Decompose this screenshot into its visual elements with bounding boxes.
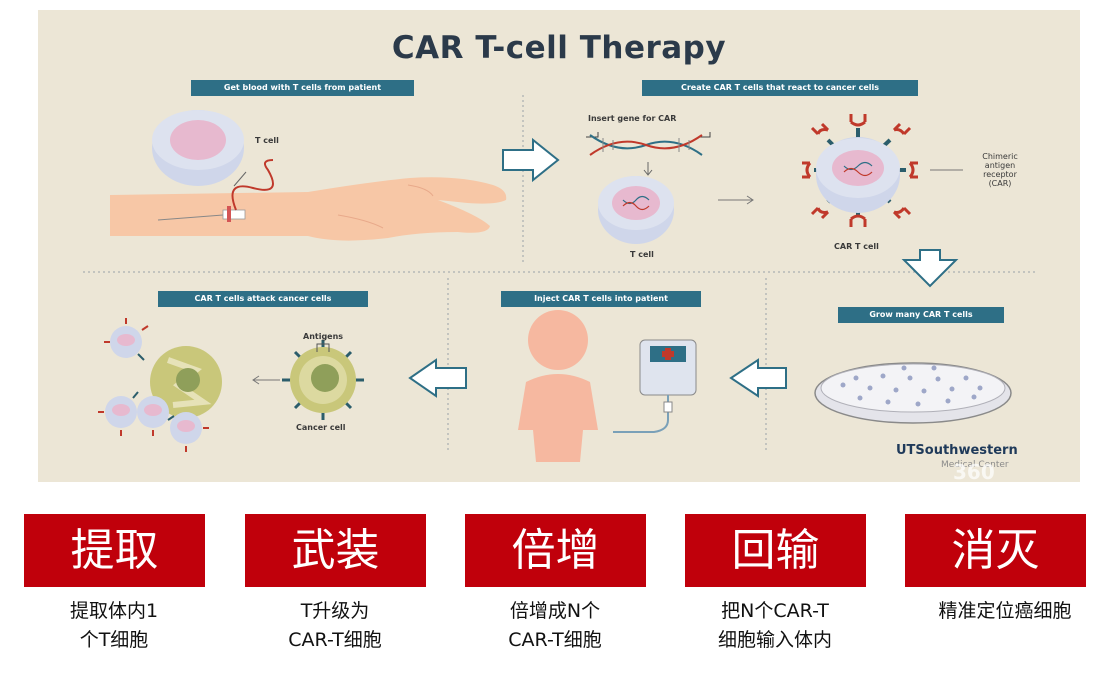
label-antigens: Antigens: [303, 332, 344, 341]
step-box-multiply: 倍增: [465, 514, 646, 587]
car-t-cell-icon: [802, 114, 918, 227]
banner-attack: CAR T cells attack cancer cells: [158, 291, 368, 307]
dna-icon: [586, 132, 711, 156]
cancer-cell-icon: [282, 340, 364, 420]
t-cell-icon: [152, 110, 244, 186]
step-desc-destroy: 精准定位癌细胞: [905, 597, 1105, 626]
infographic-title: CAR T-cell Therapy: [391, 30, 727, 66]
step-desc-extract: 提取体内1 个T细胞: [14, 597, 214, 655]
patient-child-icon: [518, 310, 598, 462]
step-box-extract: 提取: [24, 514, 205, 587]
attack-arrow-icon: [252, 375, 280, 385]
label-t-cell-2: T cell: [630, 250, 654, 259]
arm-hand-icon: [110, 177, 507, 241]
brand-subtitle: Medical Center: [941, 460, 1009, 470]
label-chimeric: Chimeric antigen receptor (CAR): [970, 152, 1030, 188]
label-chimeric-line-2: antigen: [984, 161, 1016, 170]
arrow-right-icon: [502, 137, 560, 183]
banner-get-blood: Get blood with T cells from patient: [191, 80, 414, 96]
label-chimeric-line-1: Chimeric: [982, 152, 1018, 161]
label-chimeric-line-3: receptor: [983, 170, 1017, 179]
step-desc-multiply-line-2: CAR-T细胞: [508, 629, 602, 651]
right-arrow-small-icon: [718, 195, 754, 205]
label-car-t-cell: CAR T cell: [834, 242, 879, 251]
label-t-cell-1: T cell: [255, 136, 279, 145]
down-arrow-icon: [643, 162, 653, 176]
attack-cluster-icon: [98, 318, 222, 452]
step-desc-reinfuse: 把N个CAR-T 细胞输入体内: [675, 597, 875, 655]
step-desc-arm: T升级为 CAR-T细胞: [235, 597, 435, 655]
iv-bag-icon: [613, 339, 697, 433]
step-desc-multiply: 倍增成N个 CAR-T细胞: [455, 597, 655, 655]
brand-logo: UTSouthwestern: [896, 443, 1018, 458]
step-desc-destroy-line-1: 精准定位癌细胞: [938, 600, 1072, 622]
step-desc-arm-line-1: T升级为: [300, 600, 370, 622]
t-cell-dna-icon: [598, 176, 674, 244]
label-chimeric-line-4: (CAR): [988, 179, 1012, 188]
petri-dish-icon: [814, 362, 1012, 424]
syringe-icon: [157, 206, 246, 222]
step-desc-multiply-line-1: 倍增成N个: [509, 600, 601, 622]
watermark: 360: [953, 460, 995, 482]
step-desc-extract-line-2: 个T细胞: [79, 629, 149, 651]
banner-grow: Grow many CAR T cells: [838, 307, 1004, 323]
step-box-reinfuse: 回输: [685, 514, 866, 587]
step-desc-arm-line-2: CAR-T细胞: [288, 629, 382, 651]
step-box-destroy: 消灭: [905, 514, 1086, 587]
pointer-arrow-icon: [233, 171, 247, 187]
step-desc-extract-line-1: 提取体内1: [69, 600, 159, 622]
infographic-panel: CAR T-cell Therapy Get blood with T cell…: [38, 10, 1080, 482]
step-desc-reinfuse-line-1: 把N个CAR-T: [721, 600, 829, 622]
banner-inject: Inject CAR T cells into patient: [501, 291, 701, 307]
arrow-left-icon-2: [408, 358, 467, 398]
label-insert-gene: Insert gene for CAR: [588, 114, 677, 123]
label-cancer-cell: Cancer cell: [296, 423, 346, 432]
arrow-left-icon-1: [729, 358, 787, 398]
step-box-arm: 武装: [245, 514, 426, 587]
infographic-artwork: [83, 95, 1038, 462]
blood-tube-icon: [231, 159, 274, 211]
banner-create-car: Create CAR T cells that react to cancer …: [642, 80, 918, 96]
arrow-down-icon: [901, 249, 959, 288]
step-desc-reinfuse-line-2: 细胞输入体内: [717, 629, 832, 651]
